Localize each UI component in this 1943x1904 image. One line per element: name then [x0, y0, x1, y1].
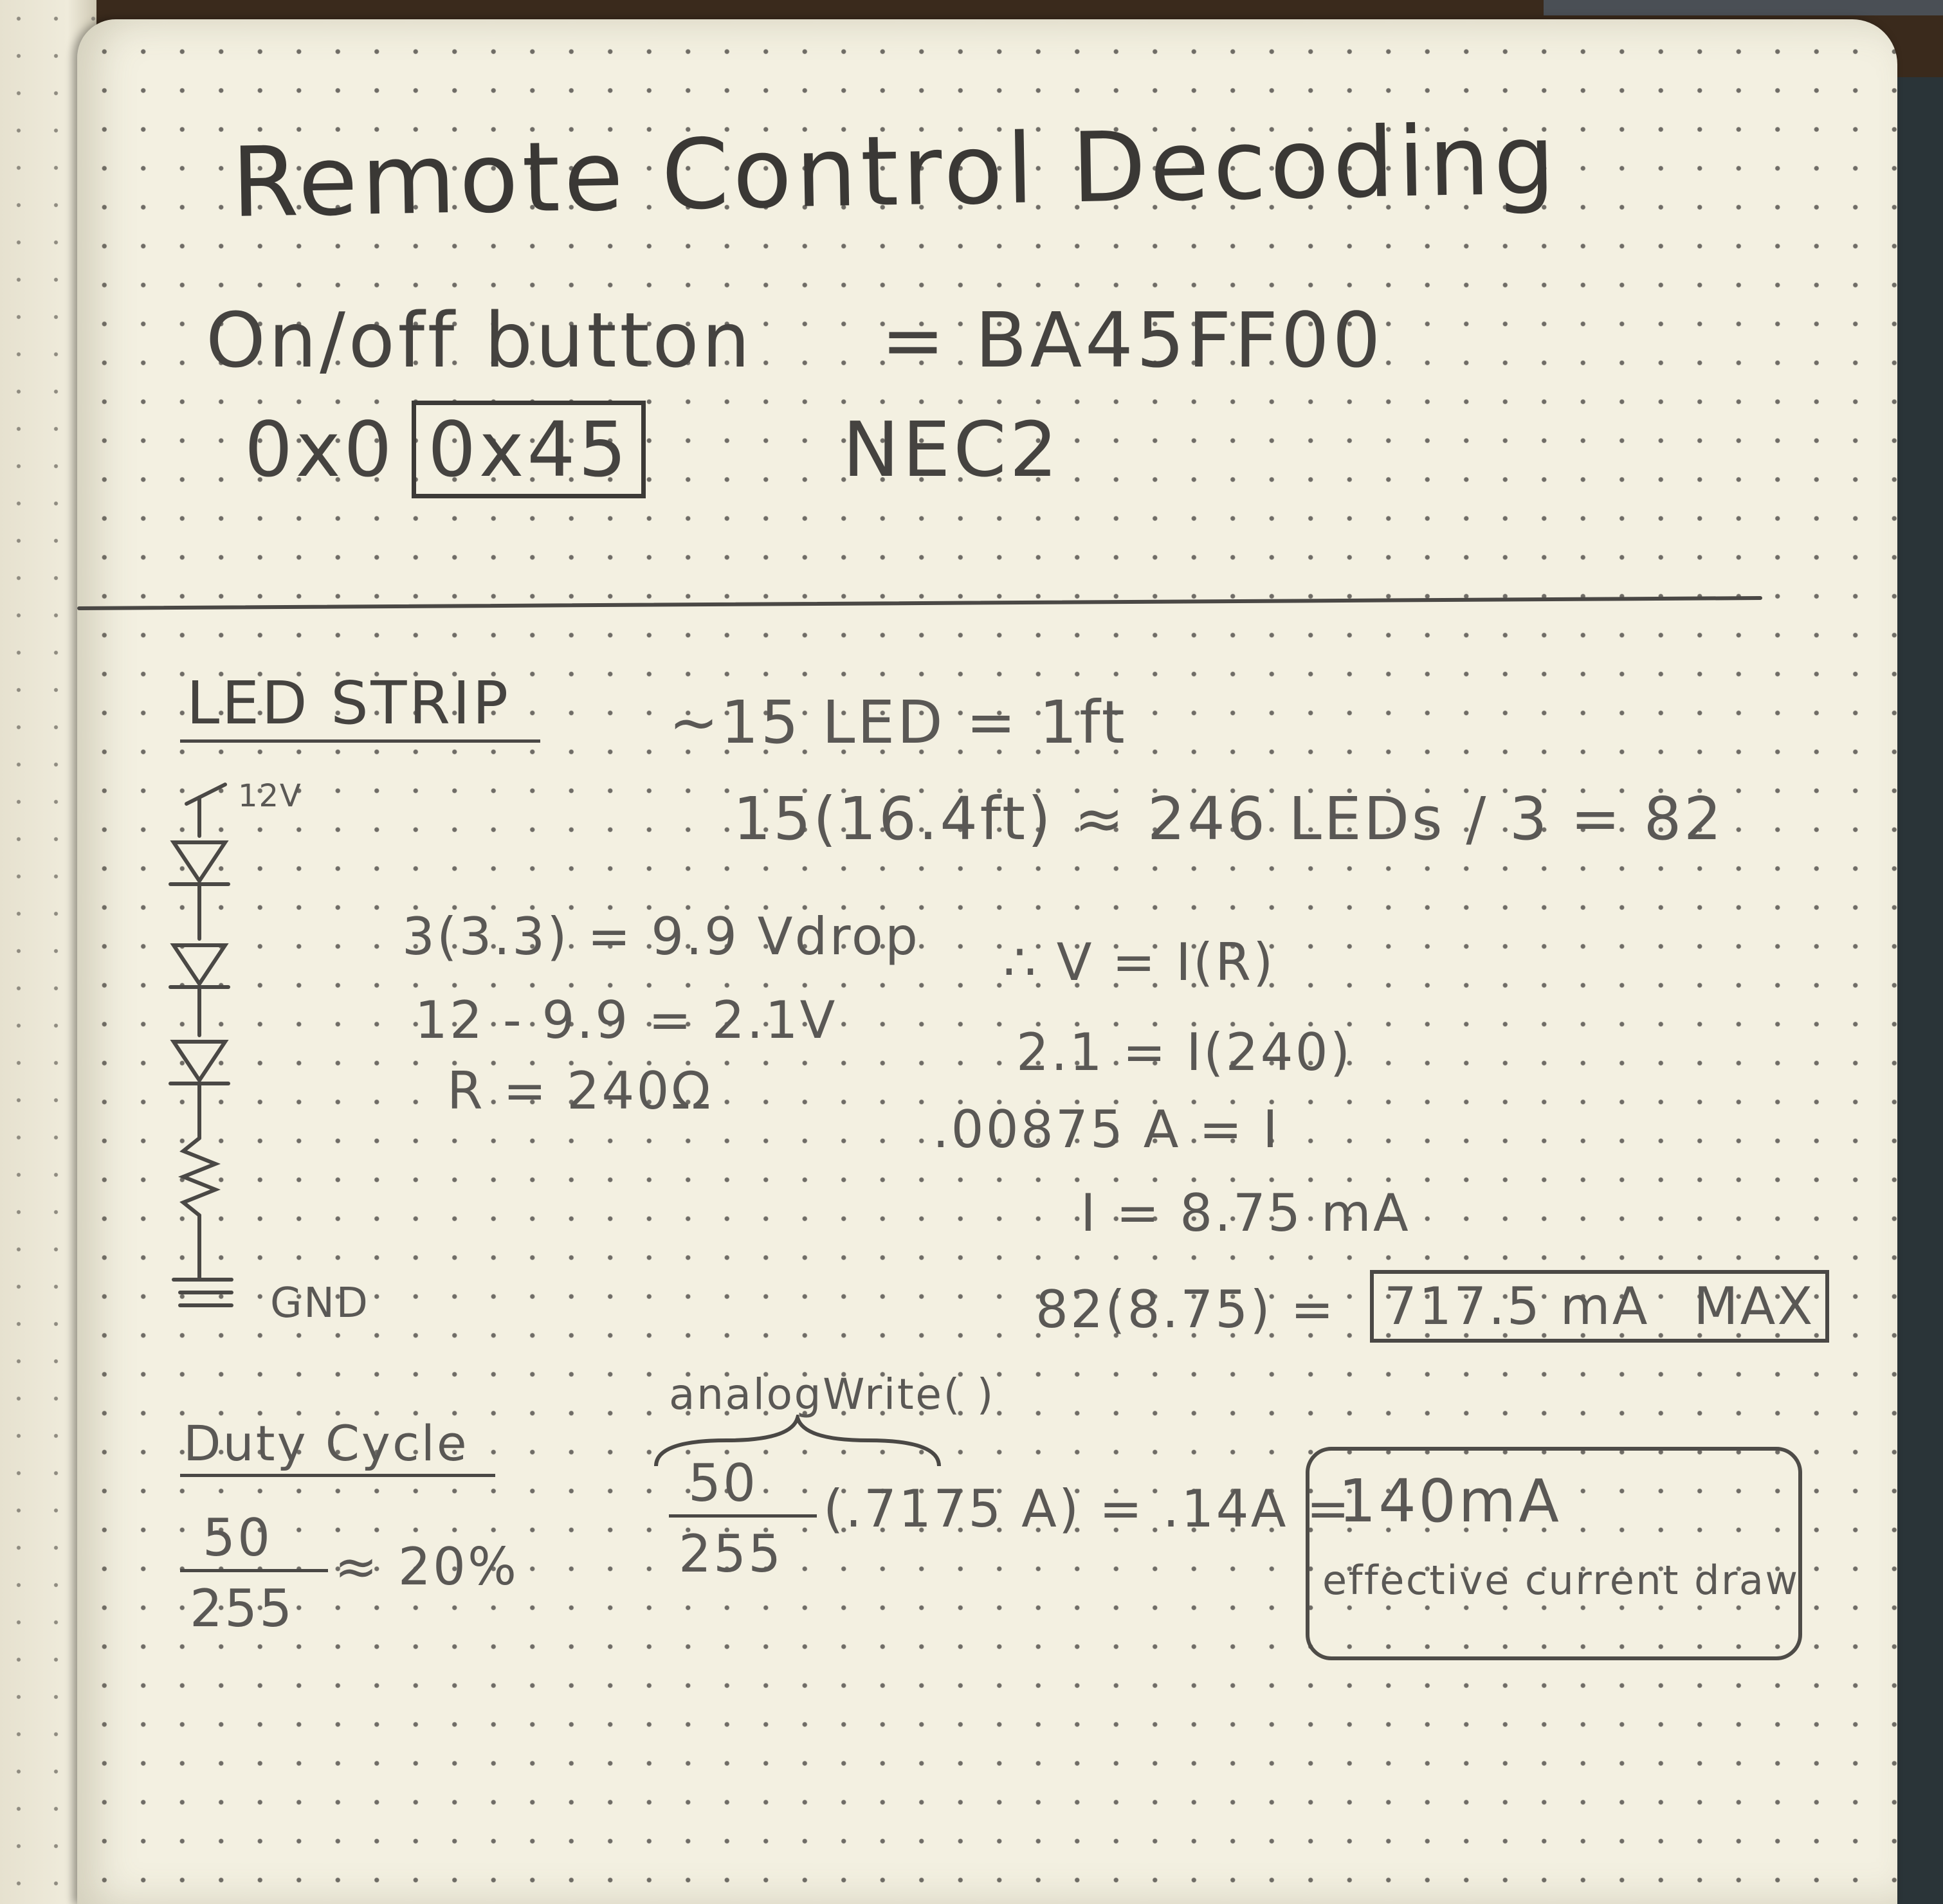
page-title: Remote Control Decoding [230, 104, 1560, 239]
leds-per-ft: ~15 LED = 1ft [669, 688, 1127, 757]
total-current-value: 717.5 mA [1384, 1276, 1650, 1336]
curly-brace [654, 1415, 941, 1467]
button-label: On/off button [206, 296, 753, 385]
resistor-calc: R = 240Ω [447, 1061, 713, 1121]
vdrop-calc: 3(3.3) = 9.9 Vdrop [402, 907, 920, 966]
ir-protocol: NEC2 [843, 405, 1061, 494]
ohms-substitution: 2.1 = I(240) [1016, 1022, 1353, 1082]
section-divider [77, 595, 1762, 611]
led-circuit-diagram [169, 783, 233, 1307]
result-note: effective current draw [1322, 1557, 1800, 1604]
calc-denominator: 255 [679, 1524, 783, 1584]
ir-code: = BA45FF00 [881, 296, 1384, 385]
led-heading-underline [180, 739, 540, 743]
total-max-label: MAX [1693, 1276, 1815, 1336]
led-heading: LED STRIP [187, 669, 511, 738]
analogwrite-label: analogWrite( ) [669, 1370, 996, 1419]
voltage-label: 12V [238, 778, 302, 814]
duty-denominator: 255 [190, 1579, 295, 1638]
ir-address: 0x0 [244, 405, 396, 494]
current-ma: I = 8.75 mA [1081, 1183, 1410, 1243]
calc-fraction-bar [669, 1514, 817, 1518]
gnd-label: GND [270, 1280, 370, 1327]
duty-heading: Duty Cycle [183, 1415, 469, 1472]
result-value: 140mA [1338, 1467, 1562, 1536]
strip-calc: 15(16.4ft) ≈ 246 LEDs / 3 = 82 [733, 784, 1724, 853]
ir-command-box: 0x45 [412, 401, 646, 498]
duty-numerator: 50 [203, 1508, 273, 1568]
result-box: 140mA effective current draw [1306, 1447, 1802, 1660]
duty-fraction-bar [180, 1569, 328, 1572]
ir-command: 0x45 [412, 401, 646, 498]
total-current-box: 717.5 mA MAX [1370, 1270, 1829, 1343]
current-amps: .00875 A = I [933, 1100, 1280, 1159]
vrem-calc: 12 - 9.9 = 2.1V [415, 990, 837, 1050]
ohms-law: ∴ V = I(R) [1003, 932, 1275, 992]
desk-background [1544, 0, 1943, 15]
total-current-prefix: 82(8.75) = [1035, 1280, 1336, 1339]
dot-grid-page: Remote Control Decoding On/off button = … [77, 19, 1897, 1904]
calc-rest: (.7175 A) = .14A = [823, 1479, 1352, 1539]
duty-approx: ≈ 20% [334, 1537, 519, 1597]
duty-heading-underline [180, 1474, 495, 1477]
calc-numerator: 50 [688, 1453, 758, 1513]
